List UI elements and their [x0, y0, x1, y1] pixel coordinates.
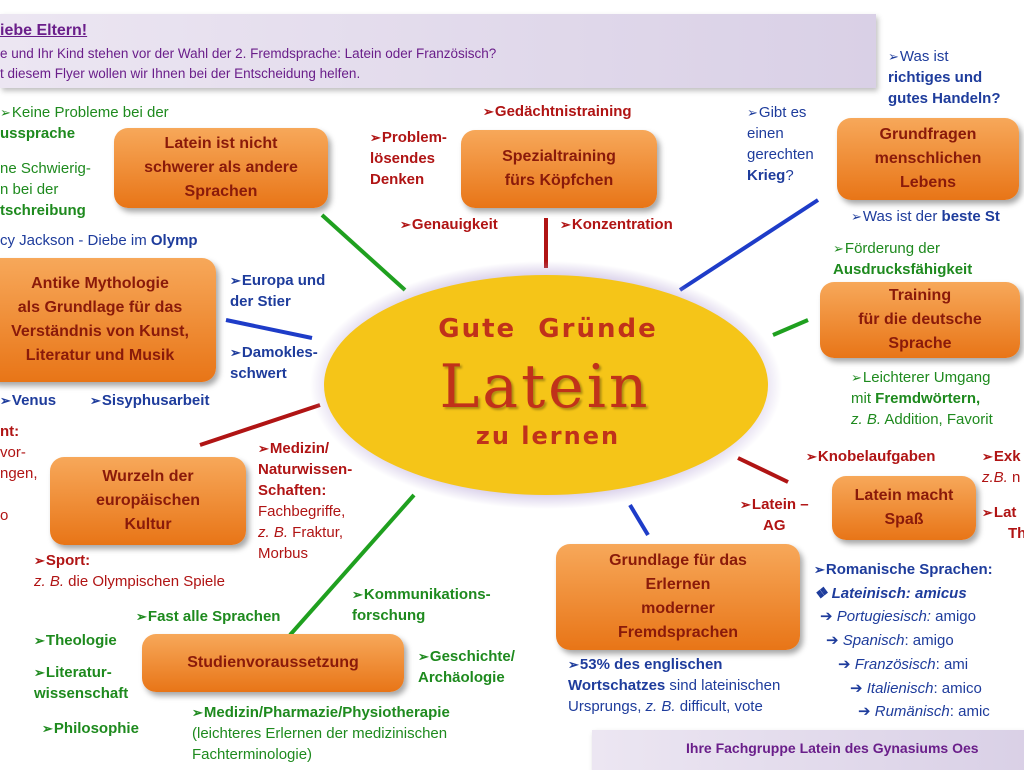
line-spass [737, 456, 789, 484]
center-title-bottom: zu lernen [475, 422, 621, 450]
box-studienvoraussetzung: Studienvoraussetzung [142, 634, 404, 692]
note-europa: ➢Europa und der Stier [230, 272, 326, 310]
line-grundlage [628, 503, 650, 537]
note-beste-staat: ➢Was ist der beste St [851, 208, 1000, 225]
note-englischer-wortschatz: ➢53% des englischen Wortschatzes sind la… [568, 656, 781, 715]
center-ellipse [324, 275, 768, 495]
note-gerechter-krieg: ➢Gibt es einen gerechten Krieg? [747, 104, 814, 184]
note-sport: ➢Sport: z. B. die Olympischen Spiele [34, 552, 225, 590]
note-medizin: ➢Medizin/ Naturwissen- Schaften: Fachbeg… [258, 440, 353, 562]
line-wurzeln [199, 403, 321, 447]
note-knobelaufgaben: ➢Knobelaufgaben [806, 448, 936, 465]
note-geschichte: ➢Geschichte/ Archäologie [418, 648, 515, 686]
note-konzentration: ➢Konzentration [560, 216, 673, 233]
note-problemloesen: ➢Problem- lösendes Denken [370, 129, 447, 188]
note-latein-ag: ➢Latein – AG [740, 496, 809, 534]
line-training [772, 318, 809, 337]
note-theologie: ➢Theologie [34, 632, 117, 649]
note-sisyphus: ➢Sisyphusarbeit [90, 392, 210, 409]
line-grundfragen [678, 198, 820, 292]
line-studium [288, 493, 416, 637]
note-venus: ➢Venus [0, 392, 57, 409]
center-title-main: Latein [439, 352, 651, 422]
note-percy-jackson: cy Jackson - Diebe im Olymp [0, 232, 198, 249]
note-keine-probleme: ➢Keine Probleme bei der ussprache [0, 104, 169, 142]
note-literaturwissenschaft: ➢Literatur- wissenschaft [34, 664, 129, 702]
note-damokles: ➢Damokles- schwert [230, 344, 318, 382]
note-schwierigkeiten: ne Schwierig- n bei der tschreibung [0, 160, 91, 219]
footer-banner: Ihre Fachgruppe Latein des Gynasiums Oes [592, 730, 1024, 770]
line-mythologie [225, 318, 313, 340]
header-title: iebe Eltern! [0, 22, 88, 39]
note-medizin-pharmazie: ➢Medizin/Pharmazie/Physiotherapie (leich… [192, 704, 450, 763]
header-line-1: e und Ihr Kind stehen vor der Wahl der 2… [0, 46, 497, 61]
header-banner: iebe Eltern! e und Ihr Kind stehen vor d… [0, 14, 876, 88]
note-romanische-sprachen: ➢Romanische Sprachen: ❖ Lateinisch: amic… [814, 561, 993, 721]
footer-text: Ihre Fachgruppe Latein des Gynasiums Oes [686, 740, 979, 756]
note-latein-theater: ➢Lat Th [982, 504, 1024, 542]
note-exkursion: ➢Exk z.B. n [982, 448, 1021, 486]
note-gedaechtnistraining: ➢Gedächtnistraining [483, 103, 632, 120]
note-philosophie: ➢Philosophie [42, 720, 139, 737]
center-title-top: Gute Gründe [438, 314, 658, 344]
header-line-2: t diesem Flyer wollen wir Ihnen bei der … [0, 66, 361, 81]
note-fremdwoerter: ➢Leichterer Umgang mit Fremdwörtern, z. … [851, 369, 993, 428]
line-nicht-schwerer [320, 213, 407, 292]
note-ausdrucksfaehigkeit: ➢Förderung der Ausdrucksfähigkeit [833, 240, 973, 278]
note-genauigkeit: ➢Genauigkeit [400, 216, 498, 233]
note-richtiges-handeln: ➢Was ist richtiges und gutes Handeln? [888, 48, 1001, 107]
note-left-fragment: nt: vor- ngen, o [0, 423, 38, 524]
note-kommunikation: ➢Kommunikations- forschung [352, 586, 491, 624]
note-fast-alle-sprachen: ➢Fast alle Sprachen [136, 608, 281, 625]
